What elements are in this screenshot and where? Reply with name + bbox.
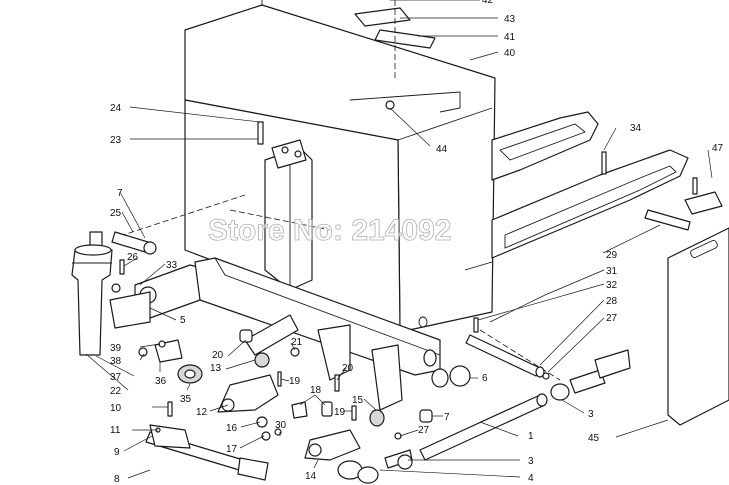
bracket-38 <box>109 291 151 329</box>
top-plates <box>354 0 436 110</box>
callout-45: 45 <box>588 433 600 444</box>
callout-30: 30 <box>275 420 287 431</box>
callout-5: 5 <box>180 315 186 326</box>
callout-23: 23 <box>110 135 122 146</box>
callout-31: 31 <box>606 266 618 277</box>
callout-8: 8 <box>114 474 120 485</box>
callout-32: 32 <box>606 280 618 291</box>
callout-19a: 19 <box>289 376 301 387</box>
rod-1 <box>419 394 546 461</box>
forks <box>491 111 689 259</box>
callout-38: 38 <box>110 356 122 367</box>
callout-29: 29 <box>606 250 618 261</box>
pull-rod <box>145 424 269 481</box>
callout-20b: 20 <box>342 363 354 374</box>
callout-7b: 7 <box>444 412 450 423</box>
callout-19b: 19 <box>334 407 346 418</box>
callout-labels: 42 43 41 40 44 24 23 34 47 7 25 29 26 33… <box>110 0 724 485</box>
callout-35: 35 <box>180 394 192 405</box>
callout-34: 34 <box>630 123 642 134</box>
callout-9: 9 <box>114 447 120 458</box>
callout-14: 14 <box>305 471 317 482</box>
callout-24: 24 <box>110 103 122 114</box>
rod-28 <box>465 334 541 377</box>
lever-arms <box>217 314 403 461</box>
side-cover <box>667 227 729 426</box>
callout-4: 4 <box>528 473 534 484</box>
callout-47: 47 <box>712 143 724 154</box>
callout-7a: 7 <box>117 188 123 199</box>
callout-6: 6 <box>482 373 488 384</box>
callout-22: 22 <box>110 386 122 397</box>
callout-41: 41 <box>504 32 516 43</box>
callout-1: 1 <box>528 431 534 442</box>
callout-33: 33 <box>166 260 178 271</box>
hydraulic-cylinder <box>71 231 113 356</box>
callout-12: 12 <box>196 407 208 418</box>
callout-3b: 3 <box>528 456 534 467</box>
store-watermark: Store No: 214092 <box>208 214 451 247</box>
callout-21: 21 <box>291 337 303 348</box>
callout-42: 42 <box>482 0 494 6</box>
callout-11: 11 <box>110 425 121 436</box>
callout-10: 10 <box>110 403 122 414</box>
small-hardware <box>111 259 550 441</box>
axle-29 <box>644 209 691 231</box>
eyelets <box>337 449 413 484</box>
lift-column <box>257 121 313 291</box>
callout-40: 40 <box>504 48 516 59</box>
callout-3a: 3 <box>588 409 594 420</box>
callout-13: 13 <box>210 363 222 374</box>
bracket-47 <box>684 177 723 215</box>
pin-25 <box>111 231 157 255</box>
callout-44: 44 <box>436 144 448 155</box>
callout-27b: 27 <box>418 425 430 436</box>
callout-18: 18 <box>310 385 322 396</box>
spring-assembly <box>550 349 631 401</box>
leader-lines <box>85 0 713 479</box>
callout-25: 25 <box>110 208 122 219</box>
callout-15: 15 <box>352 395 364 406</box>
callout-16: 16 <box>226 423 238 434</box>
callout-20a: 20 <box>212 350 224 361</box>
callout-26: 26 <box>127 252 139 263</box>
callout-36: 36 <box>155 376 167 387</box>
callout-27a: 27 <box>606 313 618 324</box>
callout-39: 39 <box>110 343 122 354</box>
callout-37: 37 <box>110 372 122 383</box>
callout-43: 43 <box>504 14 516 25</box>
callout-28: 28 <box>606 296 618 307</box>
callout-17: 17 <box>226 444 238 455</box>
bushing-35 <box>154 339 203 384</box>
bushings-6 <box>431 365 471 388</box>
